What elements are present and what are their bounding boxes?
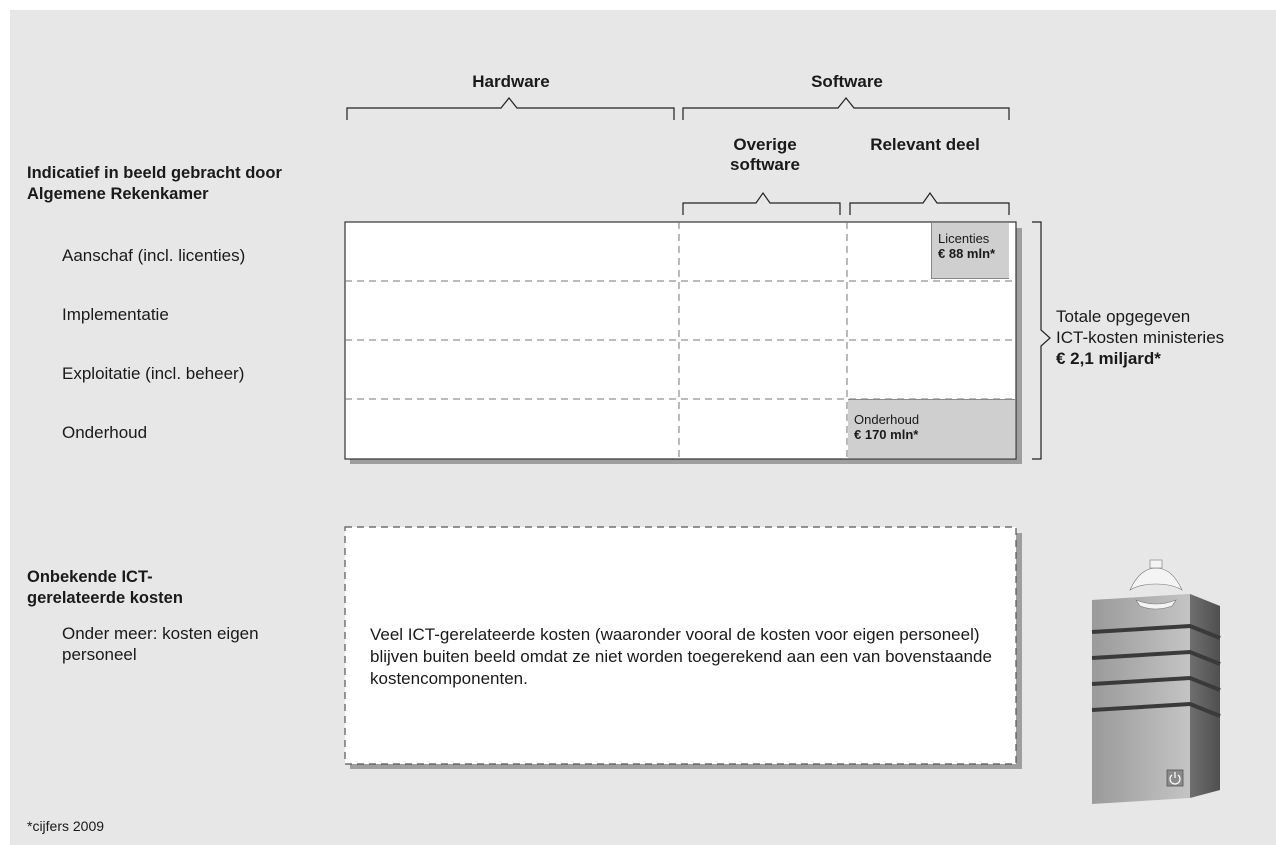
- row-label-aanschaf: Aanschaf (incl. licenties): [62, 246, 246, 265]
- licenties-label: Licenties: [938, 231, 990, 246]
- licenties-value: € 88 mln*: [938, 246, 996, 261]
- brace-overige-software: [682, 191, 841, 215]
- row-label-implementatie: Implementatie: [62, 305, 169, 324]
- footnote: *cijfers 2009: [27, 818, 105, 834]
- onderhoud-label: Onderhoud: [854, 412, 920, 427]
- brace-hardware: [346, 97, 675, 120]
- header-software: Software: [811, 72, 883, 91]
- onderhoud-box: Onderhoud € 170 mln*: [848, 399, 1015, 458]
- brace-relevant-deel: [849, 191, 1010, 215]
- header-hardware: Hardware: [472, 72, 550, 91]
- unknown-section-title: Onbekende ICT-gerelateerde kosten: [27, 568, 183, 607]
- brace-total: [1032, 221, 1051, 460]
- row-label-exploitatie: Exploitatie (incl. beheer): [62, 364, 245, 383]
- server-tower-icon: [1091, 559, 1221, 804]
- total-costs-text: Totale opgegeven ICT-kosten ministeries …: [1056, 306, 1276, 369]
- known-section-title: Indicatief in beeld gebracht door Algeme…: [27, 164, 282, 203]
- row-label-onderhoud: Onderhoud: [62, 423, 148, 442]
- power-icon: [1166, 769, 1184, 787]
- unknown-costs-description: Veel ICT-gerelateerde kosten (waaronder …: [370, 625, 992, 688]
- onderhoud-value: € 170 mln*: [854, 427, 919, 442]
- total-line-1: Totale opgegeven: [1056, 307, 1191, 326]
- licenties-box: Licenties € 88 mln*: [931, 223, 1009, 279]
- header-relevant-deel: Relevant deel: [870, 135, 980, 154]
- diagram-canvas: Hardware Software Overige software Relev…: [10, 10, 1276, 845]
- total-line-2: ICT-kosten ministeries: [1056, 328, 1225, 347]
- total-amount: € 2,1 miljard*: [1056, 349, 1161, 368]
- header-overige-software: Overige software: [730, 135, 800, 174]
- brace-software: [682, 97, 1010, 120]
- unknown-section-subtitle: Onder meer: kosten eigen personeel: [62, 624, 259, 664]
- coat-of-arms-icon: [1129, 559, 1183, 610]
